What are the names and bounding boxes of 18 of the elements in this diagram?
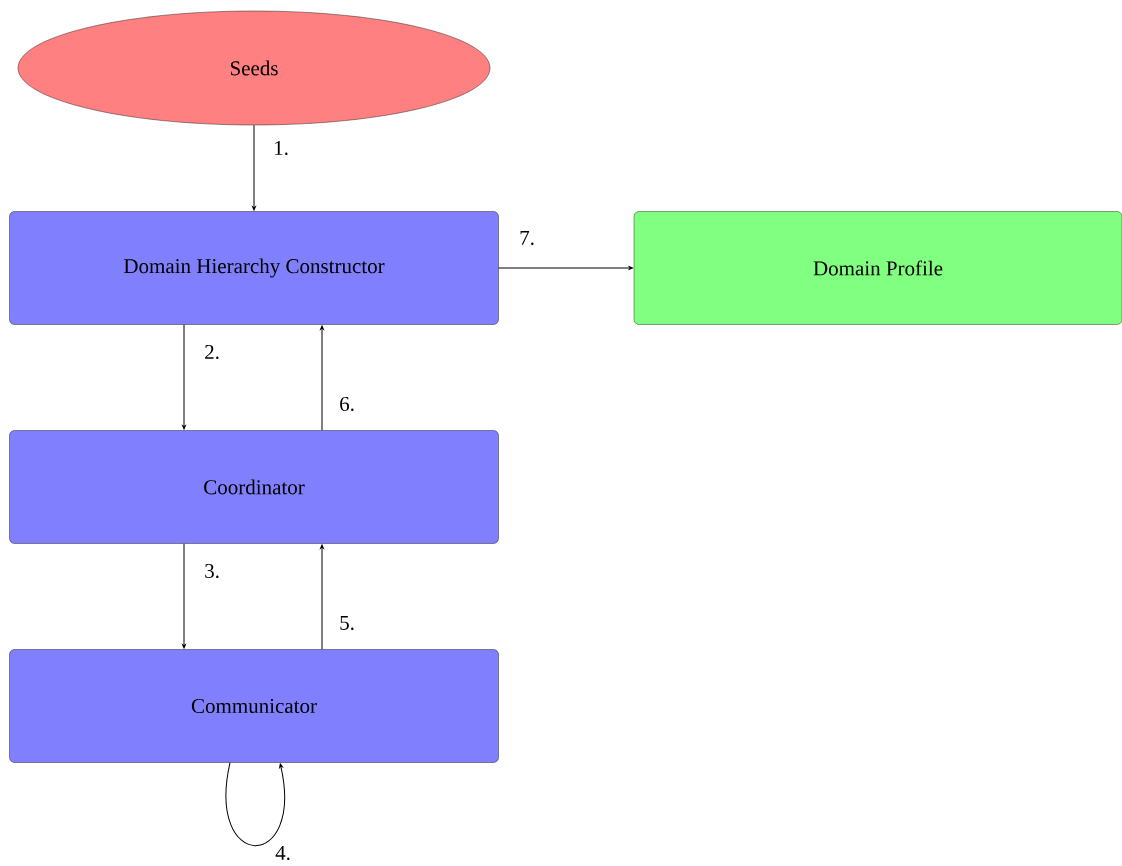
edge-label: 7.	[520, 230, 534, 245]
arrow	[498, 266, 633, 270]
arrow	[225, 762, 285, 847]
arrow	[252, 124, 256, 211]
arrow	[320, 325, 324, 431]
edge-label: 1.	[275, 140, 288, 156]
edge-label: 2.	[205, 344, 219, 360]
process-box: Communicator	[9, 649, 499, 763]
edge-label: 5.	[340, 615, 354, 630]
arrow	[182, 543, 186, 649]
arrow	[320, 544, 324, 650]
edge-label: 6.	[340, 396, 354, 412]
edge-label: 3.	[205, 563, 219, 579]
process-box: Coordinator	[9, 430, 499, 544]
process-box: Domain Profile	[633, 211, 1122, 325]
edge-label: 4.	[275, 845, 290, 861]
process-box: Domain Hierarchy Constructor	[9, 211, 499, 325]
arrow	[182, 324, 186, 430]
